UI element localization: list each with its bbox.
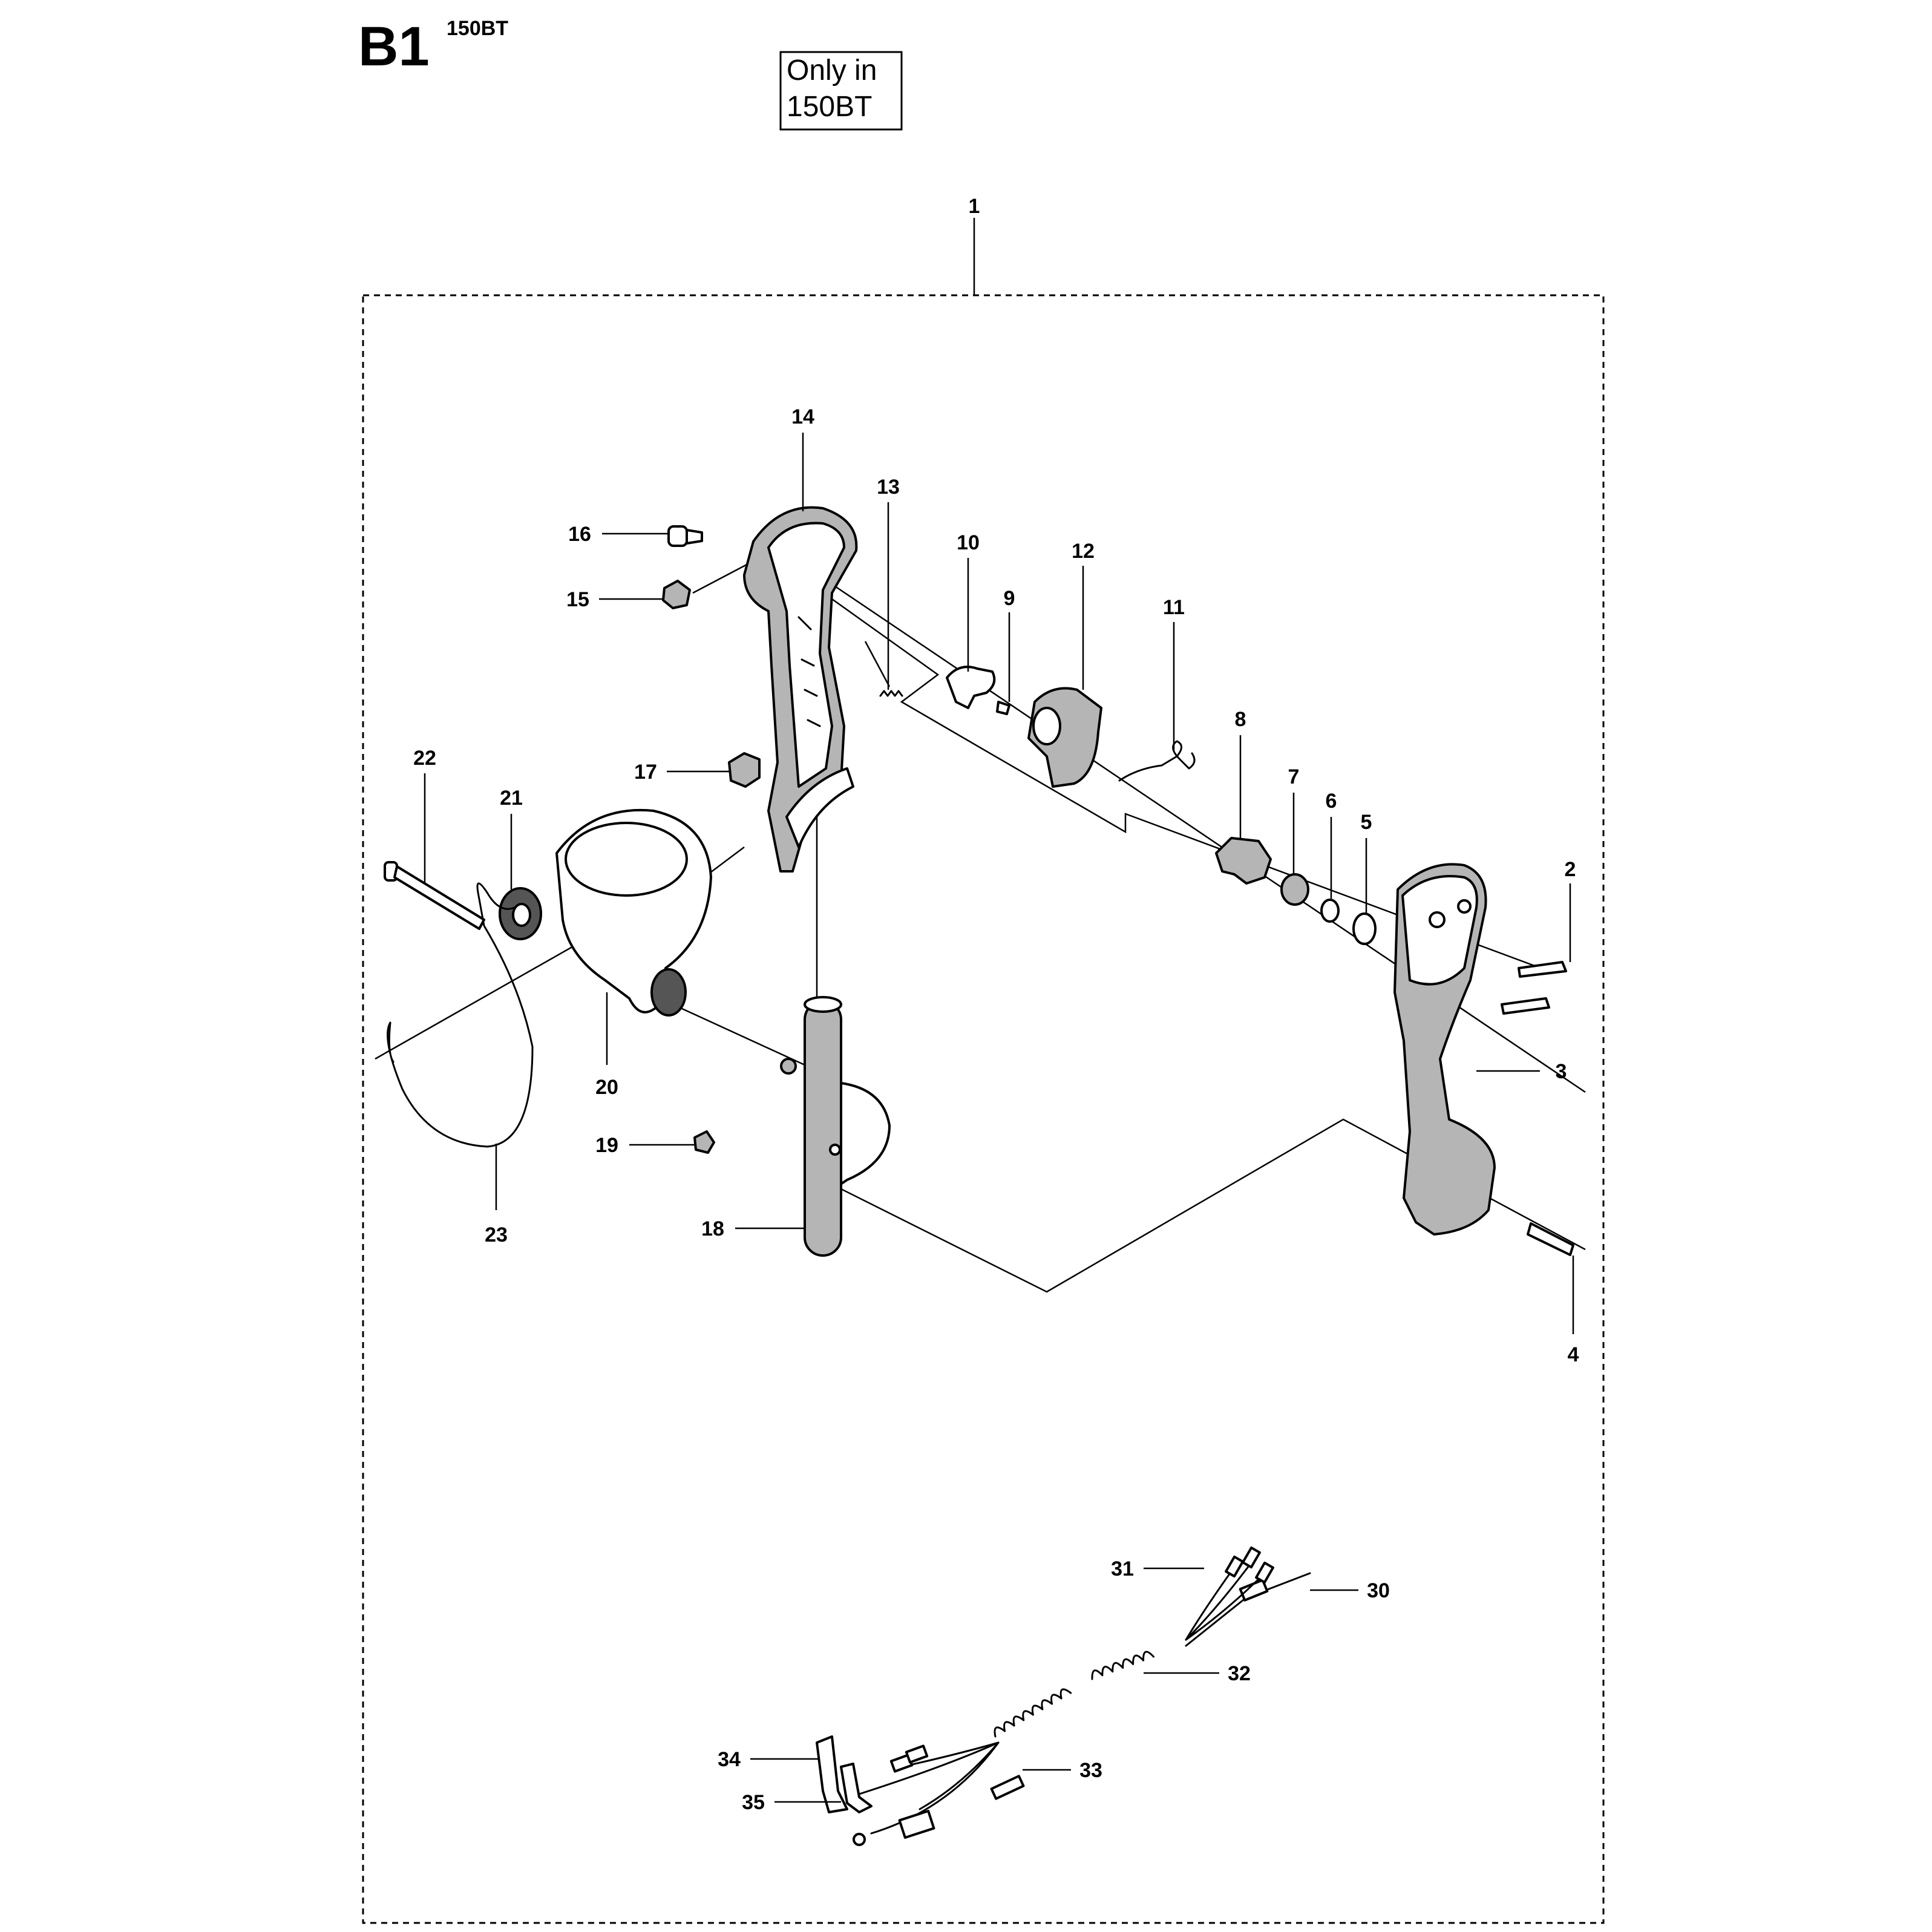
- callout-34: 34: [718, 1748, 741, 1771]
- bracket-part-10: [946, 666, 996, 709]
- callout-13: 13: [877, 476, 900, 499]
- nut-part-17: [728, 752, 761, 788]
- screw-part-9: [996, 701, 1010, 715]
- note-box: [779, 51, 903, 131]
- callout-11: 11: [1163, 596, 1185, 619]
- callout-2: 2: [1565, 858, 1576, 881]
- callout-6: 6: [1326, 790, 1337, 813]
- rear-handle-part-3: [1393, 863, 1496, 1236]
- callout-9: 9: [1004, 587, 1015, 610]
- note-line-1: Only in: [787, 54, 877, 87]
- callout-32: 32: [1228, 1662, 1251, 1685]
- bushing-part-7: [1280, 873, 1309, 906]
- section-code: B1: [358, 16, 430, 77]
- callout-14: 14: [791, 405, 814, 428]
- washer-part-6: [1320, 899, 1340, 923]
- wiring-harness: [816, 1546, 1311, 1846]
- wire-loop-part-23: [387, 882, 534, 1148]
- callout-12: 12: [1072, 540, 1095, 563]
- callout-19: 19: [595, 1134, 618, 1157]
- lever-part-12: [1027, 687, 1102, 788]
- kit-boundary: [362, 294, 1605, 1924]
- cable-clamp-part-8: [1215, 837, 1272, 885]
- callout-3: 3: [1556, 1060, 1567, 1083]
- screw-part-4: [1527, 1222, 1574, 1256]
- knob-part-21: [499, 887, 542, 940]
- callout-31: 31: [1111, 1557, 1134, 1580]
- callout-20: 20: [595, 1076, 618, 1099]
- callout-15: 15: [566, 588, 589, 611]
- note-line-2: 150BT: [787, 91, 872, 123]
- callout-16: 16: [568, 523, 591, 546]
- callout-22: 22: [413, 747, 436, 770]
- callout-5: 5: [1361, 811, 1372, 834]
- model-label: 150BT: [447, 17, 508, 40]
- spring-part-13: [879, 690, 903, 697]
- callout-21: 21: [500, 787, 523, 810]
- callout-17: 17: [634, 761, 657, 784]
- callout-30: 30: [1367, 1579, 1390, 1602]
- block-part-19: [693, 1130, 715, 1154]
- handle-shell-part-14: [743, 506, 858, 873]
- nut-part-15: [662, 580, 691, 609]
- lock-washer-part-5: [1352, 912, 1377, 945]
- clamp-ring-part-20: [555, 808, 712, 1017]
- callout-33: 33: [1079, 1759, 1102, 1782]
- callout-4: 4: [1568, 1343, 1579, 1366]
- callouts: 1 2 3 4 5 6 7 8 9 10 11 12: [413, 195, 1579, 1814]
- callout-8: 8: [1235, 708, 1246, 731]
- callout-1: 1: [969, 195, 980, 218]
- callout-18: 18: [701, 1217, 724, 1240]
- screw-part-16: [667, 525, 703, 547]
- callout-7: 7: [1288, 765, 1300, 788]
- callout-10: 10: [957, 531, 980, 554]
- screws-part-2: [1501, 961, 1567, 1015]
- callout-35: 35: [742, 1791, 765, 1814]
- long-bolt-part-22: [384, 861, 485, 930]
- tube-part-18: [780, 996, 891, 1257]
- torsion-spring-part-11: [1118, 740, 1196, 782]
- callout-23: 23: [485, 1223, 508, 1246]
